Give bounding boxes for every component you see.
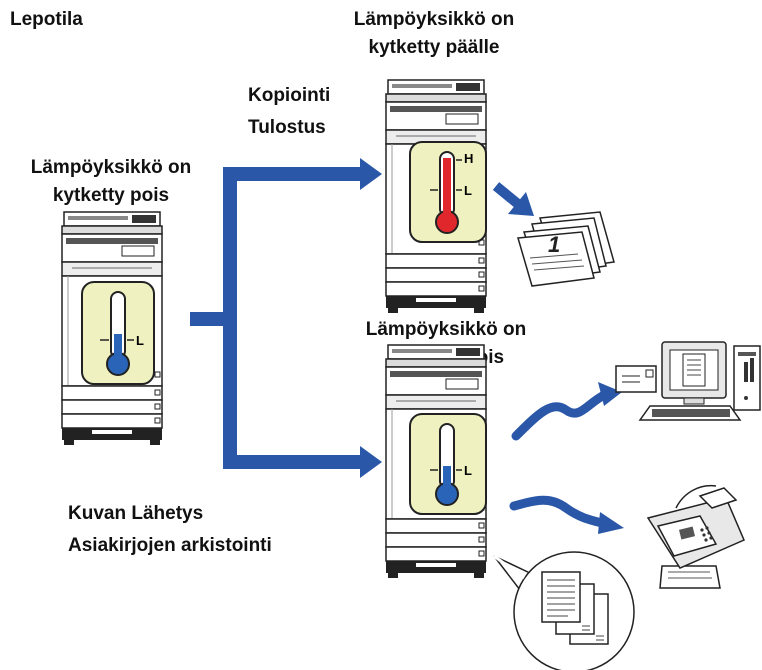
thermometer-cold-right: L <box>409 413 487 515</box>
thermometer-cold-left: L <box>81 281 155 385</box>
copy-label: Kopiointi <box>248 85 331 106</box>
output-arrow <box>492 182 534 216</box>
heater-on-label-line1: Lämpöyksikkö on <box>353 9 515 30</box>
sleep-mode-label: Lepotila <box>10 9 83 30</box>
high-mark: H <box>464 151 473 166</box>
heater-off-left-label: Lämpöyksikkö on kytketty pois <box>0 154 222 210</box>
thermometer-hot: H L <box>409 141 487 243</box>
send-arrow-pc <box>511 382 622 441</box>
job-labels-top: Kopiointi Tulostus <box>248 82 330 142</box>
heater-off-right-line1: Lämpöyksikkö on <box>365 319 527 340</box>
arrow-to-copy-print <box>360 158 382 190</box>
heater-off-left-line1: Lämpöyksikkö on <box>30 157 192 178</box>
flow-arrows <box>190 158 382 478</box>
low-mark: L <box>464 183 472 198</box>
computer-icon <box>615 341 761 421</box>
print-label: Tulostus <box>248 117 326 138</box>
document-filing-label: Asiakirjojen arkistointi <box>68 535 272 556</box>
fax-icon <box>646 484 745 589</box>
heater-on-label: Lämpöyksikkö on kytketty päälle <box>318 6 550 62</box>
low-mark: L <box>464 463 472 478</box>
stored-documents-icon <box>541 571 609 645</box>
document-filing-callout <box>493 551 635 670</box>
image-send-label: Kuvan Lähetys <box>68 503 204 524</box>
low-mark: L <box>136 333 144 348</box>
heater-off-left-line2: kytketty pois <box>52 185 170 206</box>
sheet-number: 1 <box>548 232 560 257</box>
send-arrow-fax <box>509 495 624 534</box>
job-labels-bottom: Kuvan Lähetys Asiakirjojen arkistointi <box>68 500 272 560</box>
heater-on-label-line2: kytketty päälle <box>368 37 500 58</box>
printed-sheets-icon: 1 <box>517 211 615 287</box>
arrow-to-send-filing <box>360 446 382 478</box>
